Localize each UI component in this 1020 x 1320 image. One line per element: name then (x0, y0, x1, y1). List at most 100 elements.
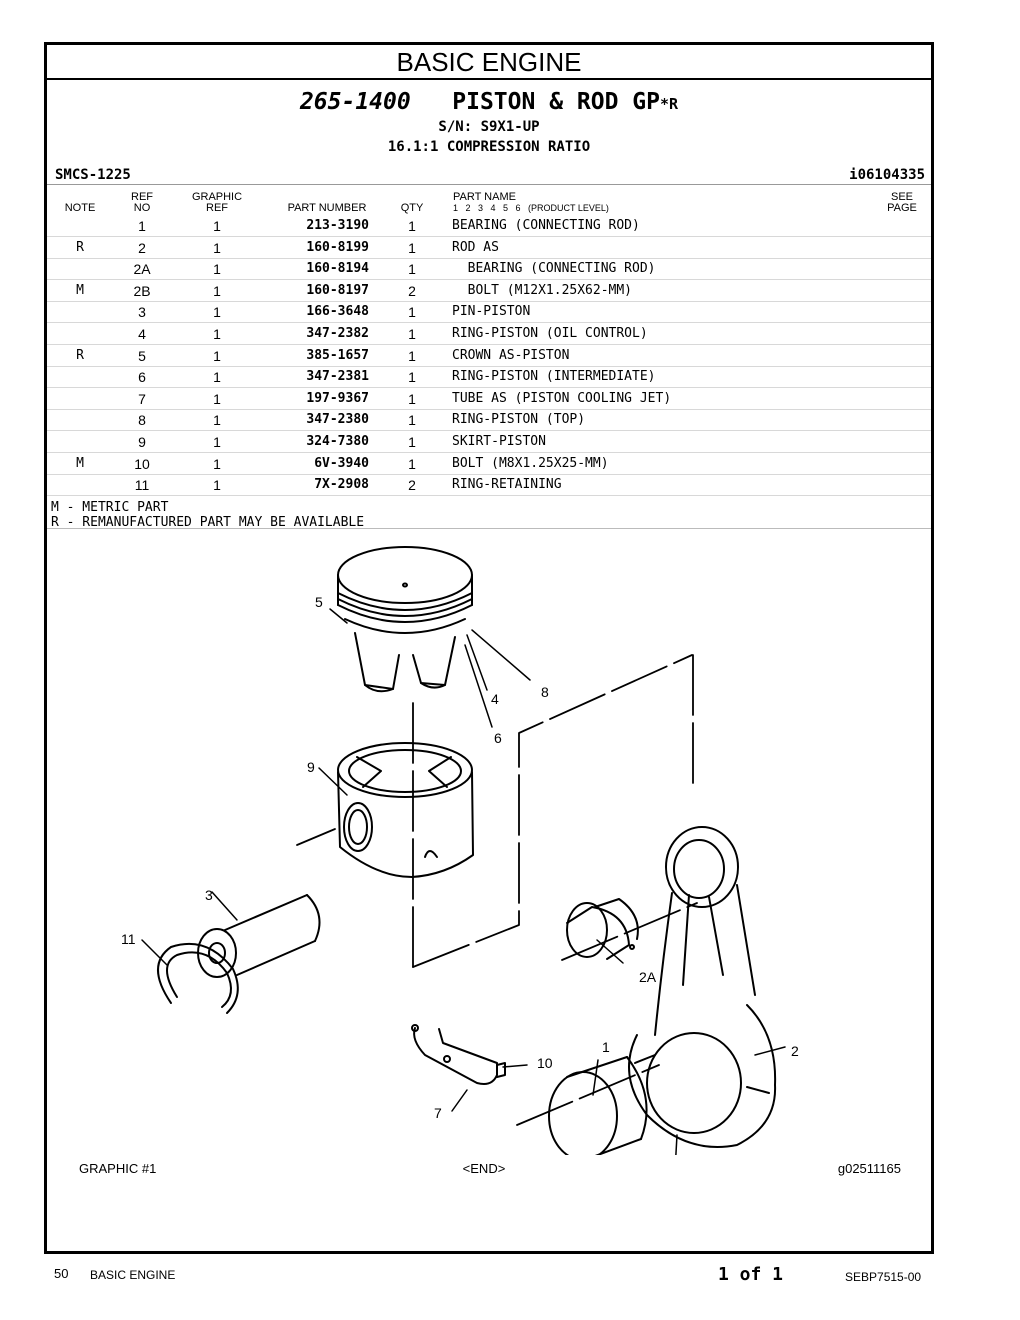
callout-1: 1 (602, 1039, 610, 1055)
row-part-number[interactable]: 166-3648 (306, 304, 369, 320)
row-part-number[interactable]: 7X-2908 (314, 477, 369, 493)
row-part-name: CROWN AS-PISTON (452, 347, 570, 363)
group-title: 265-1400 PISTON & ROD GP*R (47, 89, 931, 115)
row-part-number[interactable]: 347-2381 (306, 369, 369, 385)
row-graphic-ref: 1 (213, 239, 221, 256)
row-ref: 8 (138, 412, 146, 429)
callout-5: 5 (315, 594, 323, 610)
row-ref: 10 (134, 455, 150, 472)
table-row[interactable]: 11 1 7X-2908 2 RING-RETAINING (47, 474, 931, 497)
row-ref: 4 (138, 326, 146, 342)
row-qty: 1 (408, 218, 416, 234)
graphic-number: GRAPHIC #1 (79, 1161, 157, 1176)
row-graphic-ref: 1 (213, 455, 221, 472)
callout-9: 9 (307, 759, 315, 775)
row-note: M (76, 455, 84, 471)
piston-crown-drawing (337, 546, 473, 693)
callout-6: 6 (494, 730, 502, 746)
row-graphic-ref: 1 (213, 412, 221, 429)
row-graphic-ref: 1 (213, 369, 221, 386)
piston-skirt-drawing (337, 742, 474, 878)
table-row[interactable]: 1 1 213-3190 1 BEARING (CONNECTING ROD) (47, 215, 931, 237)
col-part-number: PART NUMBER (287, 202, 367, 214)
graphic-id: g02511165 (837, 1161, 901, 1176)
row-part-number[interactable]: 6V-3940 (314, 455, 369, 471)
group-name: PISTON & ROD GP (452, 89, 660, 115)
row-part-number[interactable]: 347-2380 (306, 412, 369, 428)
group-number: 265-1400 (299, 89, 411, 115)
row-part-name: SKIRT-PISTON (452, 434, 546, 449)
col-graphic-bottom: REF (206, 202, 228, 214)
callout-4: 4 (491, 691, 499, 707)
table-row[interactable]: M 10 1 6V-3940 1 BOLT (M8X1.25X25-MM) (47, 453, 931, 475)
table-row[interactable]: R 2 1 160-8199 1 ROD AS (47, 237, 931, 259)
table-row[interactable]: 2A 1 160-8194 1 BEARING (CONNECTING ROD) (47, 258, 931, 281)
header-divider (47, 184, 931, 185)
col-see-top: SEE (890, 191, 913, 203)
row-qty: 1 (408, 326, 416, 342)
illustration-id: i06104335 (849, 167, 925, 183)
legend-metric: M - METRIC PART (51, 500, 169, 515)
row-part-number[interactable]: 213-3190 (306, 218, 369, 233)
row-part-number[interactable]: 324-7380 (306, 434, 369, 449)
document-number: SEBP7515-00 (845, 1270, 922, 1284)
parts-page-frame: BASIC ENGINE 265-1400 PISTON & ROD GP*R … (44, 42, 934, 1254)
row-part-number[interactable]: 197-9367 (306, 390, 369, 406)
table-row[interactable]: M 2B 1 160-8197 2 BOLT (M12X1.25X62-MM) (47, 280, 931, 302)
table-row[interactable]: 6 1 347-2381 1 RING-PISTON (INTERMEDIATE… (47, 366, 931, 389)
callout-3: 3 (205, 887, 213, 903)
row-part-number[interactable]: 385-1657 (306, 347, 369, 363)
smcs-code: SMCS-1225 (55, 167, 131, 183)
row-qty: 1 (408, 412, 416, 429)
connecting-rod-drawing (628, 826, 777, 1148)
row-qty: 1 (408, 261, 416, 278)
row-part-name: BOLT (M12X1.25X62-MM) (452, 282, 633, 298)
row-ref: 9 (138, 434, 146, 450)
row-qty: 1 (408, 239, 416, 256)
row-part-name: ROD AS (452, 239, 499, 255)
row-qty: 2 (408, 477, 416, 494)
callout-2a: 2A (639, 969, 657, 985)
page-count: 1 of 1 (718, 1264, 784, 1285)
legend-reman: R - REMANUFACTURED PART MAY BE AVAILABLE (51, 515, 365, 530)
row-note: R (76, 347, 84, 363)
row-qty: 1 (408, 390, 416, 407)
graphic-end-marker: <END> (462, 1161, 506, 1176)
row-graphic-ref: 1 (213, 218, 221, 234)
table-row[interactable]: 3 1 166-3648 1 PIN-PISTON (47, 301, 931, 324)
row-ref: 3 (138, 304, 146, 321)
row-ref: 2B (133, 282, 151, 299)
row-qty: 1 (408, 347, 416, 364)
row-qty: 1 (408, 304, 416, 321)
row-note: M (76, 282, 84, 298)
col-note: NOTE (64, 202, 96, 214)
callout-2: 2 (791, 1043, 799, 1059)
row-ref: 11 (134, 477, 150, 494)
row-part-name: TUBE AS (PISTON COOLING JET) (452, 390, 672, 406)
footer-section: BASIC ENGINE (90, 1268, 176, 1282)
row-part-name: PIN-PISTON (452, 304, 531, 320)
section-title: BASIC ENGINE (47, 45, 931, 80)
row-ref: 2 (138, 239, 146, 256)
row-graphic-ref: 1 (213, 304, 221, 321)
row-graphic-ref: 1 (213, 434, 221, 450)
legend-divider (47, 528, 931, 529)
table-row[interactable]: R 5 1 385-1657 1 CROWN AS-PISTON (47, 345, 931, 367)
callout-7: 7 (434, 1105, 442, 1121)
callout-10: 10 (537, 1055, 553, 1071)
row-part-number[interactable]: 160-8194 (306, 261, 369, 277)
col-part-name: PART NAME (453, 191, 516, 203)
table-row[interactable]: 8 1 347-2380 1 RING-PISTON (TOP) (47, 409, 931, 432)
row-qty: 1 (408, 434, 416, 450)
callout-11: 11 (121, 931, 136, 947)
row-part-number[interactable]: 347-2382 (306, 326, 369, 341)
col-graphic-top: GRAPHIC (191, 191, 243, 203)
cooling-jet-drawing (411, 1024, 506, 1085)
table-row[interactable]: 4 1 347-2382 1 RING-PISTON (OIL CONTROL) (47, 323, 931, 345)
table-row[interactable]: 9 1 324-7380 1 SKIRT-PISTON (47, 431, 931, 453)
row-ref: 7 (138, 390, 146, 407)
row-part-number[interactable]: 160-8199 (306, 239, 369, 255)
row-part-number[interactable]: 160-8197 (306, 282, 369, 298)
bearing-2a-drawing (566, 898, 639, 960)
table-row[interactable]: 7 1 197-9367 1 TUBE AS (PISTON COOLING J… (47, 388, 931, 410)
